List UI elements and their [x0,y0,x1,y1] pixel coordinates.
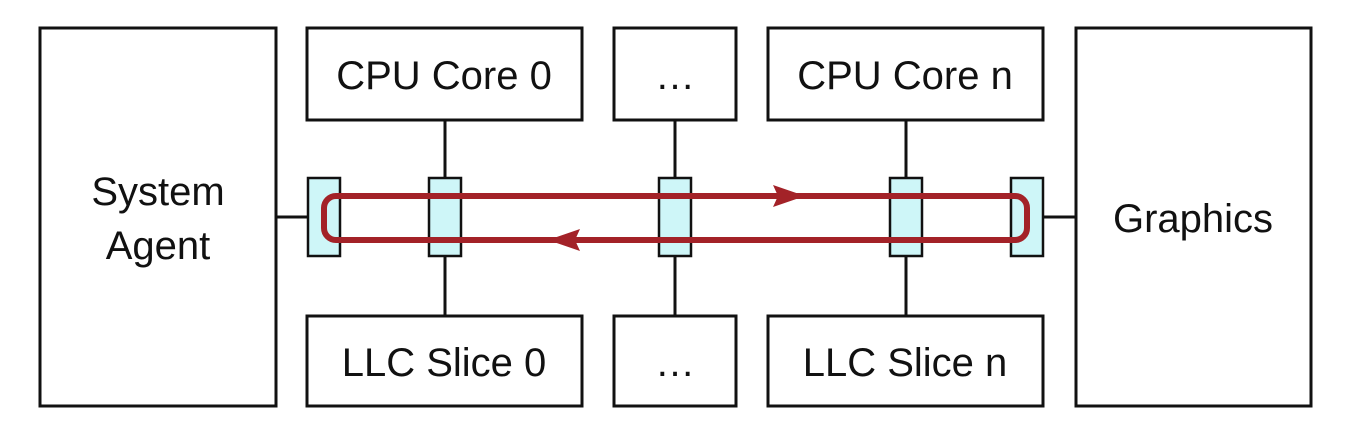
ring-arrow-left-icon [548,229,580,251]
graphics-label: Graphics [1113,197,1273,241]
system-agent-label-line1: System [91,170,224,214]
system-agent-label-line2: Agent [106,224,211,268]
system-agent-block: System Agent [38,26,278,408]
llc-slice-0-label: LLC Slice 0 [342,341,547,385]
cpu-core-n-block: CPU Core n [766,26,1045,122]
llc-slice-n-block: LLC Slice n [766,314,1045,408]
cpu-ellipsis-label: … [655,54,695,98]
cpu-core-0-block: CPU Core 0 [305,26,584,122]
llc-slice-n-label: LLC Slice n [803,341,1008,385]
llc-slice-0-block: LLC Slice 0 [305,314,584,408]
ring-stop-graphics [1009,176,1045,258]
cpu-core-0-label: CPU Core 0 [336,54,552,98]
llc-ellipsis-label: … [655,341,695,385]
ring-stop-core-0 [427,176,463,258]
ring-arrow-right-icon [773,185,805,207]
ring-stop-ellipsis [657,176,693,258]
graphics-block: Graphics [1074,26,1313,408]
ring-bus-loop [321,193,1030,243]
ring-stop-core-n [888,176,924,258]
cpu-ellipsis-block: … [612,26,738,122]
llc-ellipsis-block: … [612,314,738,408]
cpu-core-n-label: CPU Core n [797,54,1013,98]
